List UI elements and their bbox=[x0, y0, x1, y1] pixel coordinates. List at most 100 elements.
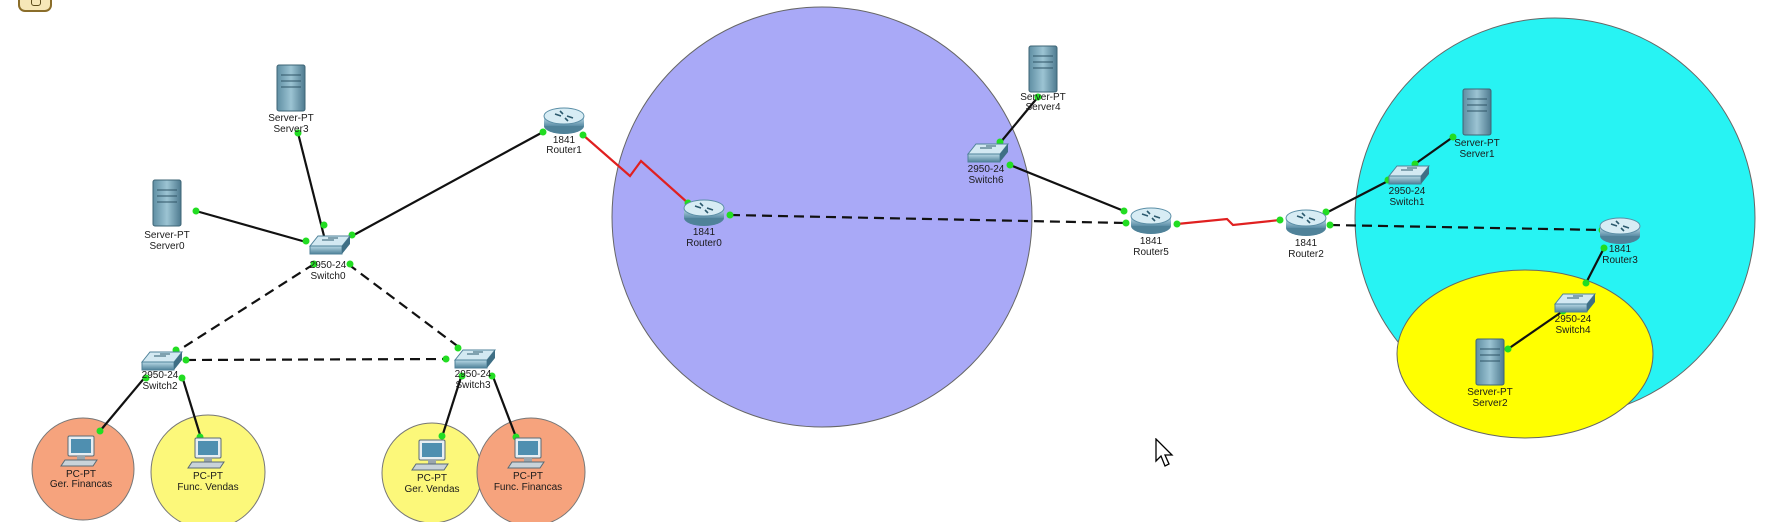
link-switch3-func-financas[interactable] bbox=[490, 373, 518, 438]
device-server0[interactable]: Server-PT Server0 bbox=[144, 179, 190, 252]
device-name-label: Server2 bbox=[1472, 398, 1507, 409]
router-icon bbox=[1130, 207, 1172, 235]
device-model-label: 1841 bbox=[693, 227, 716, 238]
link-router3-switch4[interactable] bbox=[1585, 247, 1605, 284]
device-name-label: Switch4 bbox=[1555, 325, 1590, 336]
device-model-label: 2950-24 bbox=[1555, 314, 1592, 325]
toolbar-button[interactable] bbox=[18, 0, 52, 12]
link-switch0-switch3[interactable] bbox=[347, 263, 461, 349]
link-switch2-func-vendas[interactable] bbox=[180, 375, 203, 439]
link-switch1-server1[interactable] bbox=[1414, 136, 1454, 165]
link-server3-switch0[interactable] bbox=[296, 132, 326, 237]
switch-icon bbox=[454, 349, 496, 369]
device-name-label: Server0 bbox=[149, 241, 184, 252]
device-name-label: Ger. Vendas bbox=[404, 484, 459, 495]
device-model-label: 2950-24 bbox=[310, 260, 347, 271]
device-pc-ger-financas[interactable]: PC-PT Ger. Financas bbox=[50, 435, 112, 490]
server-icon bbox=[1475, 338, 1505, 386]
device-name-label: Server1 bbox=[1459, 149, 1494, 160]
device-router3[interactable]: 1841 Router3 bbox=[1599, 217, 1641, 266]
device-model-label: 2950-24 bbox=[142, 370, 179, 381]
link-switch4-server2[interactable] bbox=[1507, 310, 1564, 350]
device-name-label: Router0 bbox=[686, 238, 722, 249]
device-server3[interactable]: Server-PT Server3 bbox=[268, 64, 314, 135]
device-model-label: PC-PT bbox=[193, 471, 223, 482]
pc-zone-func-vendas bbox=[150, 414, 266, 522]
device-pc-func-financas[interactable]: PC-PT Func. Financas bbox=[494, 437, 562, 493]
device-server1[interactable]: Server-PT Server1 bbox=[1454, 88, 1500, 160]
device-router0[interactable]: 1841 Router0 bbox=[683, 199, 725, 249]
link-router2-switch1[interactable] bbox=[1325, 180, 1389, 214]
server-icon bbox=[276, 64, 306, 112]
device-name-label: Router5 bbox=[1133, 247, 1169, 258]
link-switch3-ger-vendas[interactable] bbox=[440, 373, 464, 438]
device-name-label: Switch1 bbox=[1389, 197, 1424, 208]
device-model-label: Server-PT bbox=[268, 113, 314, 124]
device-model-label: 2950-24 bbox=[455, 369, 492, 380]
device-name-label: Server4 bbox=[1025, 102, 1060, 113]
switch-icon bbox=[967, 143, 1009, 163]
device-model-label: Server-PT bbox=[144, 230, 190, 241]
link-server4-switch6[interactable] bbox=[999, 96, 1039, 144]
link-switch2-ger-financas[interactable] bbox=[99, 375, 147, 432]
router-icon bbox=[543, 107, 585, 135]
link-switch0-switch2[interactable] bbox=[175, 263, 315, 353]
pc-zone-ger-financas bbox=[31, 417, 135, 521]
device-model-label: Server-PT bbox=[1020, 92, 1066, 103]
device-model-label: Server-PT bbox=[1467, 387, 1513, 398]
lock-icon bbox=[31, 0, 41, 6]
link-switch2-switch3[interactable] bbox=[185, 357, 447, 362]
link-router2-router3[interactable] bbox=[1329, 223, 1603, 232]
server-icon bbox=[1462, 88, 1492, 136]
link-router5-router2[interactable] bbox=[1176, 217, 1281, 227]
switch-icon bbox=[1554, 293, 1596, 313]
link-router1-router0[interactable] bbox=[582, 134, 689, 204]
device-name-label: Func. Vendas bbox=[177, 482, 238, 493]
device-model-label: 2950-24 bbox=[1389, 186, 1426, 197]
device-router5[interactable]: 1841 Router5 bbox=[1130, 207, 1172, 258]
device-model-label: PC-PT bbox=[417, 473, 447, 484]
router-icon bbox=[1599, 217, 1641, 245]
device-model-label: Server-PT bbox=[1454, 138, 1500, 149]
router-icon bbox=[683, 199, 725, 227]
device-router2[interactable]: 1841 Router2 bbox=[1285, 209, 1327, 260]
device-name-label: Switch0 bbox=[310, 271, 345, 282]
switch-icon bbox=[309, 235, 351, 255]
device-router1[interactable]: 1841 Router1 bbox=[543, 107, 585, 156]
device-name-label: Router1 bbox=[546, 145, 582, 156]
switch-icon bbox=[1388, 165, 1430, 185]
device-name-label: Func. Financas bbox=[494, 482, 562, 493]
pc-zone-func-financas bbox=[476, 417, 586, 522]
device-model-label: 1841 bbox=[1140, 236, 1163, 247]
links-layer bbox=[99, 96, 1605, 439]
device-model-label: PC-PT bbox=[513, 471, 543, 482]
device-server2[interactable]: Server-PT Server2 bbox=[1467, 338, 1513, 409]
link-switch6-router5[interactable] bbox=[1009, 163, 1125, 213]
link-router0-router5[interactable] bbox=[729, 213, 1127, 225]
device-switch6[interactable]: 2950-24 Switch6 bbox=[967, 143, 1009, 186]
lan-zone-circle bbox=[611, 6, 1033, 428]
device-switch1[interactable]: 2950-24 Switch1 bbox=[1388, 165, 1430, 208]
device-switch4[interactable]: 2950-24 Switch4 bbox=[1554, 293, 1596, 336]
inner-zone-circle bbox=[1396, 269, 1654, 439]
server-icon bbox=[152, 179, 182, 227]
device-pc-ger-vendas[interactable]: PC-PT Ger. Vendas bbox=[404, 439, 460, 495]
device-name-label: Switch6 bbox=[968, 175, 1003, 186]
device-switch3[interactable]: 2950-24 Switch3 bbox=[454, 349, 496, 391]
link-switch0-router1[interactable] bbox=[351, 131, 544, 237]
device-name-label: Server3 bbox=[273, 124, 308, 135]
device-model-label: 1841 bbox=[553, 135, 576, 146]
device-server4[interactable]: Server-PT Server4 bbox=[1020, 45, 1066, 113]
device-name-label: Switch3 bbox=[455, 380, 490, 391]
server-icon bbox=[1028, 45, 1058, 93]
device-switch2[interactable]: 2950-24 Switch2 bbox=[141, 351, 183, 392]
link-server0-switch0[interactable] bbox=[195, 209, 307, 244]
mouse-cursor-icon bbox=[1155, 438, 1174, 467]
device-switch0[interactable]: 2950-24 Switch0 bbox=[309, 235, 351, 282]
device-pc-func-vendas[interactable]: PC-PT Func. Vendas bbox=[177, 437, 239, 493]
device-model-label: 1841 bbox=[1609, 244, 1632, 255]
device-model-label: PC-PT bbox=[66, 469, 96, 480]
serial-links-layer bbox=[582, 134, 1281, 227]
device-name-label: Switch2 bbox=[142, 381, 177, 392]
